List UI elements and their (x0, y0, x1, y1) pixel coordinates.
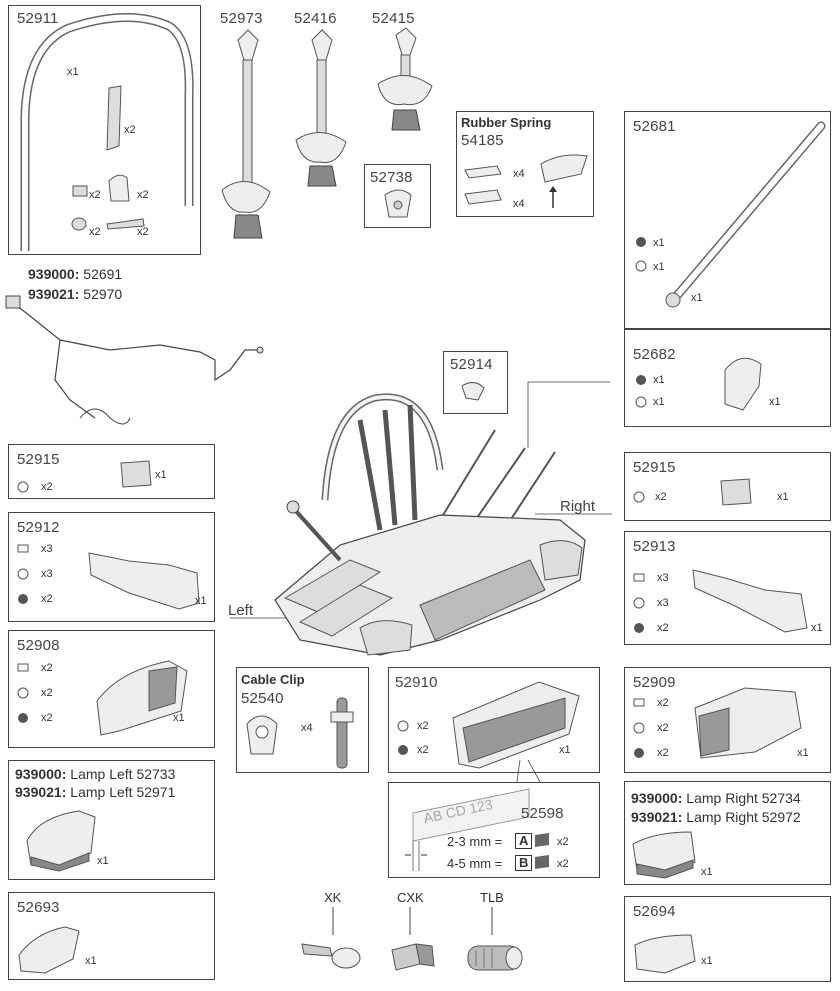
lamp-cover-left-drawing (18, 926, 80, 974)
part-box-52910: 52910 x2 x2 x1 (388, 667, 600, 773)
cable-label: 939000: 52691 (28, 266, 123, 282)
frame-arch-drawing (20, 12, 194, 251)
key-label-tlb: TLB (480, 890, 504, 905)
part-box-52914: 52914 (443, 351, 508, 414)
left-side-label: Left (228, 602, 254, 619)
right-cover-drawing (633, 687, 802, 759)
license-plate-drawing (405, 788, 530, 871)
rubber-spring-drawing (464, 154, 588, 208)
clamp-drawing (384, 189, 412, 218)
part-box-rubber-spring: Rubber Spring 54185 x4 x4 (456, 111, 594, 217)
cable-label-2: 939021: 52970 (28, 286, 123, 302)
left-housing-drawing (17, 544, 200, 610)
size-a-badge: A (515, 833, 533, 849)
part-box-52693: 52693 x1 (8, 892, 215, 980)
lever-arm-drawing (635, 121, 826, 308)
size-b-badge: B (515, 855, 533, 871)
bracket-drawing (633, 478, 752, 506)
right-housing-drawing (633, 569, 808, 633)
part-box-52682: 52682 x1 x1 x1 (624, 329, 831, 427)
part-box-52915-right: 52915 x2 x1 (624, 452, 831, 521)
lamp-cover-right-drawing (634, 934, 696, 974)
part-number: 52911 (17, 10, 59, 27)
lever-head-drawing (635, 357, 762, 411)
part-box-52908: 52908 x2 x2 x2 x1 (8, 630, 215, 748)
bracket-drawing (17, 460, 152, 493)
lamp-right-drawing (632, 831, 696, 879)
part-box-52681: 52681 x1 x1 x1 (624, 111, 831, 329)
key-label-xk: XK (324, 890, 342, 905)
right-side-label: Right (560, 498, 596, 515)
plate-holder-drawing (397, 681, 580, 769)
key-label-cxk: CXK (397, 890, 424, 905)
hook-drawing (461, 382, 485, 401)
part-box-52913: 52913 x3 x3 x2 x1 (624, 531, 831, 645)
part-box-lamp-left: 939000: Lamp Left 52733 939021: Lamp Lef… (8, 760, 215, 880)
left-cover-drawing (17, 660, 188, 736)
part-box-52694: 52694 x1 (624, 896, 831, 982)
part-number-52415: 52415 (372, 10, 415, 27)
part-box-52738: 52738 (364, 164, 431, 228)
part-box-lamp-right: 939000: Lamp Right 52734 939021: Lamp Ri… (624, 781, 831, 885)
cable-clip-drawing (246, 697, 354, 769)
part-box-52912: 52912 x3 x3 x2 x1 (8, 512, 215, 622)
part-box-52911: 52911 x1 x2 x2 x2 x2 x2 (8, 5, 201, 255)
spacer-icons (535, 833, 549, 869)
lamp-left-drawing (26, 810, 96, 872)
part-box-52909: 52909 x2 x2 x2 x1 (624, 667, 831, 773)
part-number-52416: 52416 (294, 10, 337, 27)
part-box-52915-left: 52915 x2 x1 (8, 444, 215, 499)
part-number-52973: 52973 (220, 10, 263, 27)
part-box-52598: AB CD 123 52598 2-3 mm = A x2 4-5 mm = B… (388, 782, 600, 878)
part-box-cable-clip: Cable Clip 52540 x4 (236, 667, 369, 773)
